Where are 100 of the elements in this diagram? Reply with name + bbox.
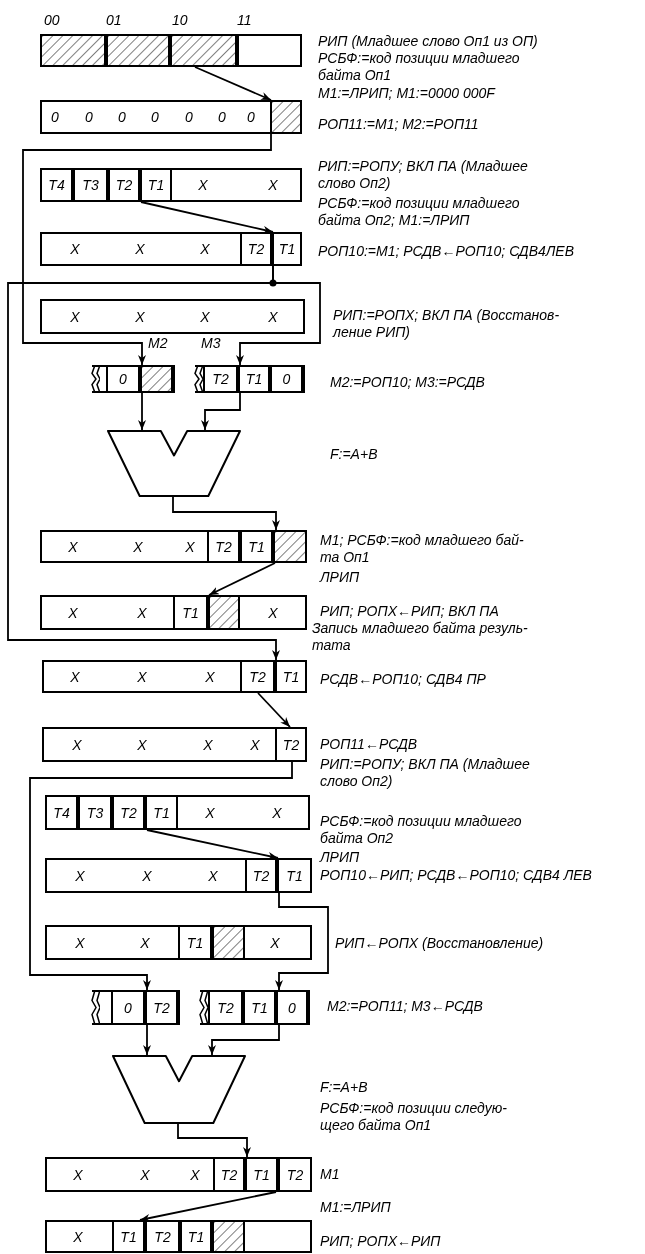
byte-cell: T2 (108, 168, 140, 202)
operation-note: ЛРИП (320, 849, 360, 866)
operation-note: Запись младшего байта резуль- тата (312, 620, 529, 654)
arrow (22, 133, 272, 366)
operation-note: М1; РСБФ:=код младшего бай- та Оп1 (320, 532, 525, 566)
byte-cell: T2 (240, 232, 272, 266)
cell-value: X (137, 669, 147, 684)
arrow (172, 496, 280, 531)
operation-note: М1 (320, 1166, 340, 1183)
operation-note: РСБФ:=код позиции младшего байта Оп2; М1:=ЛРИП (318, 195, 521, 229)
cell-value: 0 (51, 110, 59, 124)
byte-cell: T1 (178, 925, 212, 960)
arrow (143, 1024, 151, 1056)
operation-note: РОП11:=М1; М2:=РОП11 (318, 116, 479, 133)
arrow (194, 66, 272, 101)
cell-value: X (200, 242, 210, 256)
cell-value: 0 (118, 110, 126, 124)
cell-value: X (70, 669, 80, 684)
cell-value: X (208, 868, 218, 883)
arrow (201, 392, 241, 431)
byte-cell: 0 (276, 990, 308, 1025)
operation-note: РИП:=РОПУ; ВКЛ ПА (Младшее слово Оп2) (320, 756, 531, 790)
hatched-cell (273, 530, 307, 563)
byte-cell: T1 (240, 530, 273, 563)
cell-value: X (268, 178, 278, 192)
arrow (257, 692, 291, 728)
hatched-cell (212, 925, 245, 960)
byte-cell: T2 (240, 660, 275, 693)
register-box (45, 795, 310, 830)
cell-value: X (68, 539, 78, 554)
cell-value: X (268, 309, 278, 324)
register-box (40, 530, 307, 563)
cell-value: X (133, 539, 143, 554)
cell-value: X (205, 669, 215, 684)
signal-label: М3 (201, 335, 221, 352)
arrow (138, 392, 146, 431)
byte-cell: T2 (245, 858, 277, 893)
cell-value: X (135, 242, 145, 256)
byte-cell: T1 (145, 795, 178, 830)
byte-cell: 0 (106, 365, 140, 393)
register-box (42, 727, 307, 762)
hatched-cell (170, 34, 237, 67)
register-box (40, 299, 305, 334)
byte-cell: T1 (173, 595, 208, 630)
arrow (146, 829, 279, 860)
byte-cell: T2 (145, 1220, 180, 1253)
register-box (42, 660, 307, 693)
arrow (29, 761, 293, 991)
byte-cell: T2 (207, 530, 240, 563)
operation-note: РИП (Младшее слово Оп1 из ОП) (318, 33, 538, 50)
register-box (40, 232, 302, 266)
register-box (200, 990, 310, 1025)
byte-cell: T3 (73, 168, 108, 202)
byte-cell: T1 (245, 1157, 278, 1192)
cell-value: X (68, 605, 78, 620)
cell-value: X (272, 805, 282, 820)
operation-note: РСДВ←РОП10; СДВ4 ПР (320, 671, 486, 688)
operation-note: F:=A+B (330, 446, 378, 463)
hatched-cell (212, 1220, 245, 1253)
cell-value: 0 (218, 110, 226, 124)
register-box (45, 858, 312, 893)
bit-position-label: 11 (237, 12, 252, 29)
byte-cell: T1 (180, 1220, 212, 1253)
hatched-cell (270, 100, 302, 134)
cell-value: X (137, 605, 147, 620)
byte-cell: T2 (112, 795, 145, 830)
byte-cell: T1 (238, 365, 270, 393)
byte-cell: T2 (203, 365, 238, 393)
operation-note: М1:=ЛРИП; М1:=0000 000F (318, 85, 495, 102)
byte-cell: T2 (213, 1157, 245, 1192)
arrow (208, 562, 276, 596)
operation-note: РИП:=РОПХ; ВКЛ ПА (Восстанов- ление РИП) (333, 307, 561, 341)
register-box (40, 168, 302, 202)
cell-value: X (203, 737, 213, 752)
register-box (45, 1157, 312, 1192)
cell-value: 0 (247, 110, 255, 124)
cell-value: X (73, 1167, 83, 1182)
cell-value: 0 (85, 110, 93, 124)
cell-value: X (140, 1167, 150, 1182)
cell-value: X (137, 737, 147, 752)
cell-value: X (142, 868, 152, 883)
operation-note: РИП; РОПХ←РИП; ВКЛ ПА (320, 603, 499, 620)
operation-note: РОП10←РИП; РСДВ←РОП10; СДВ4 ЛЕВ (320, 867, 592, 884)
operation-note: РСБФ:=код позиции следую- щего байта Оп1 (320, 1100, 508, 1134)
register-box (40, 100, 302, 134)
operation-note: РОП11←РСДВ (320, 736, 418, 753)
byte-cell: T1 (112, 1220, 145, 1253)
bit-position-label: 00 (44, 12, 60, 29)
cell-value: X (198, 178, 208, 192)
operation-note: РИП; РОПХ←РИП (320, 1233, 441, 1250)
byte-cell: T2 (208, 990, 243, 1025)
cell-value: 0 (185, 110, 193, 124)
cell-value: X (75, 935, 85, 950)
cell-value: X (73, 1229, 83, 1244)
arrow (177, 1123, 251, 1158)
cell-value: X (72, 737, 82, 752)
cell-value: X (270, 935, 280, 950)
bit-position-label: 01 (106, 12, 122, 29)
signal-label: М2 (148, 335, 168, 352)
cell-value: 0 (151, 110, 159, 124)
